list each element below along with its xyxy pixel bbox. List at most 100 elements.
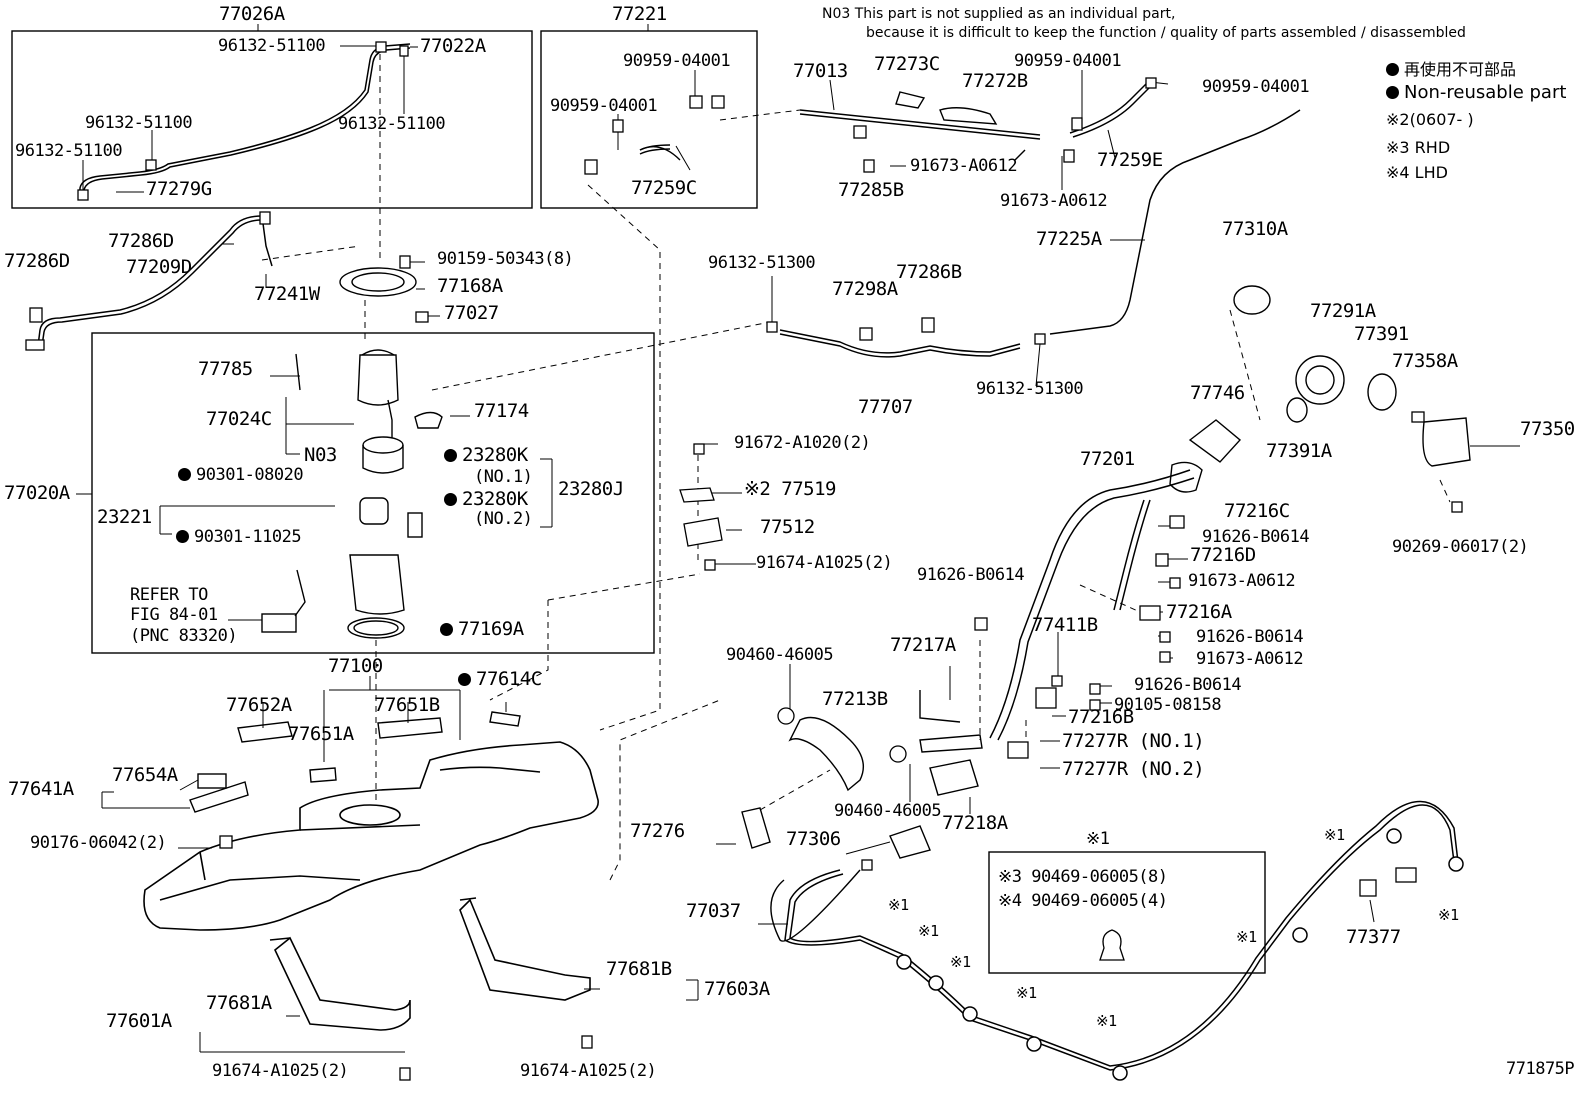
label-91672-A1020: 91672-A1020(2) (734, 433, 871, 453)
bullet-icon (1386, 63, 1399, 76)
label-90959-04001: 90959-04001 (623, 51, 731, 71)
label-23221: 23221 (97, 506, 152, 528)
marker-note1: ※1 (1324, 826, 1345, 844)
label-23280K-no1: 23280K (444, 446, 528, 465)
label-77209D: 77209D (126, 256, 192, 278)
label-77286D: 77286D (4, 250, 70, 272)
label-90959-04001: 90959-04001 (550, 96, 658, 116)
marker-note1: ※1 (888, 896, 909, 914)
label-96132-51300: 96132-51300 (976, 379, 1084, 399)
label-77641A: 77641A (8, 778, 74, 800)
label-77024C: 77024C (206, 408, 272, 430)
marker-note1: ※1 (950, 953, 971, 971)
marker-note1: ※1 (1236, 928, 1257, 946)
filler-pipe-77201 (989, 469, 1195, 741)
label-77350: 77350 (1520, 418, 1575, 440)
label-77603A: 77603A (704, 978, 770, 1000)
label-90159-50343: 90159-50343(8) (437, 249, 574, 269)
label-77298A: 77298A (832, 278, 898, 300)
label-77614C: 77614C (458, 670, 542, 689)
label-90269-06017: 90269-06017(2) (1392, 537, 1529, 557)
label-90301-11025: 90301-11025 (176, 528, 302, 546)
cable-clamps (896, 828, 1464, 1081)
label-96132-51100: 96132-51100 (15, 141, 123, 161)
label-77291A: 77291A (1310, 300, 1376, 322)
label-77651B: 77651B (374, 694, 440, 716)
label-77358A: 77358A (1392, 350, 1458, 372)
marker-note1: ※1 (1096, 1012, 1117, 1030)
label-77022A: 77022A (420, 35, 486, 57)
label-77276: 77276 (630, 820, 685, 842)
legend-reuse-en: Non-reusable part (1386, 83, 1566, 103)
box-77026A (11, 30, 533, 209)
legend-note3: ※3 RHD (1386, 138, 1451, 157)
label-77259C: 77259C (631, 177, 697, 199)
label-77652A: 77652A (226, 694, 292, 716)
bullet-icon (440, 623, 453, 636)
label-96132-51100: 96132-51100 (85, 113, 193, 133)
label-77707: 77707 (858, 396, 913, 418)
label-refer-to: REFER TO (130, 585, 208, 605)
label-91673-A0612: 91673-A0612 (910, 156, 1018, 176)
label-77027: 77027 (444, 302, 499, 324)
dashed-lines (261, 54, 1451, 881)
group-boxes (11, 30, 1266, 974)
label-77026A: 77026A (219, 3, 285, 25)
label-96132-51100: 96132-51100 (218, 36, 326, 56)
label-77259E: 77259E (1097, 149, 1163, 171)
label-no2: (NO.2) (474, 509, 533, 529)
label-23280K-no2: 23280K (444, 490, 528, 509)
label-77681A: 77681A (206, 992, 272, 1014)
label-91626-B0614: 91626-B0614 (917, 565, 1025, 585)
label-clip-lhd: ※4 90469-06005(4) (998, 891, 1168, 911)
label-77273C: 77273C (874, 53, 940, 75)
label-91674-A1025: 91674-A1025(2) (520, 1061, 657, 1081)
label-77306: 77306 (786, 828, 841, 850)
label-91626-B0614: 91626-B0614 (1202, 527, 1310, 547)
label-77601A: 77601A (106, 1010, 172, 1032)
label-77651A: 77651A (288, 723, 354, 745)
note-n03-line2: because it is difficult to keep the func… (866, 25, 1466, 41)
label-77285B: 77285B (838, 179, 904, 201)
label-77746: 77746 (1190, 382, 1245, 404)
label-refer-fig: FIG 84-01 (130, 605, 218, 625)
marker-note1: ※1 (918, 922, 939, 940)
bullet-icon (458, 673, 471, 686)
label-77279G: 77279G (146, 178, 212, 200)
label-90959-04001: 90959-04001 (1014, 51, 1122, 71)
label-77411B: 77411B (1032, 614, 1098, 636)
label-23280J: 23280J (558, 478, 624, 500)
bullet-icon (178, 468, 191, 481)
bullet-icon (444, 449, 457, 462)
figure-number: 771875P (1506, 1059, 1575, 1079)
label-77512: 77512 (760, 516, 815, 538)
label-77310A: 77310A (1222, 218, 1288, 240)
label-77286B: 77286B (896, 261, 962, 283)
label-77785: 77785 (198, 358, 253, 380)
label-clip-rhd: ※3 90469-06005(8) (998, 867, 1168, 887)
label-77020A: 77020A (4, 482, 70, 504)
fuel-tank-77100 (143, 741, 599, 931)
release-cable (784, 800, 1459, 1071)
marker-note1: ※1 (1016, 984, 1037, 1002)
label-77519: ※2 77519 (744, 478, 837, 500)
legend-note4: ※4 LHD (1386, 163, 1448, 182)
label-77654A: 77654A (112, 764, 178, 786)
label-77168A: 77168A (437, 275, 503, 297)
legend-note2: ※2(0607- ) (1386, 110, 1474, 129)
label-96132-51100: 96132-51100 (338, 114, 446, 134)
label-77013: 77013 (793, 60, 848, 82)
box-clip-note (988, 851, 1266, 974)
label-N03: N03 (304, 444, 337, 466)
label-91674-A1025: 91674-A1025(2) (212, 1061, 349, 1081)
note-n03-line1: N03 This part is not supplied as an indi… (822, 6, 1176, 22)
label-77277R-no2: 77277R (NO.2) (1062, 758, 1205, 780)
label-77216B: 77216B (1068, 706, 1134, 728)
label-91673-A0612: 91673-A0612 (1196, 649, 1304, 669)
label-77286D: 77286D (108, 230, 174, 252)
label-note1-box: ※1 (1086, 829, 1110, 849)
tube-77209D (37, 215, 273, 347)
label-90460-46005: 90460-46005 (726, 645, 834, 665)
